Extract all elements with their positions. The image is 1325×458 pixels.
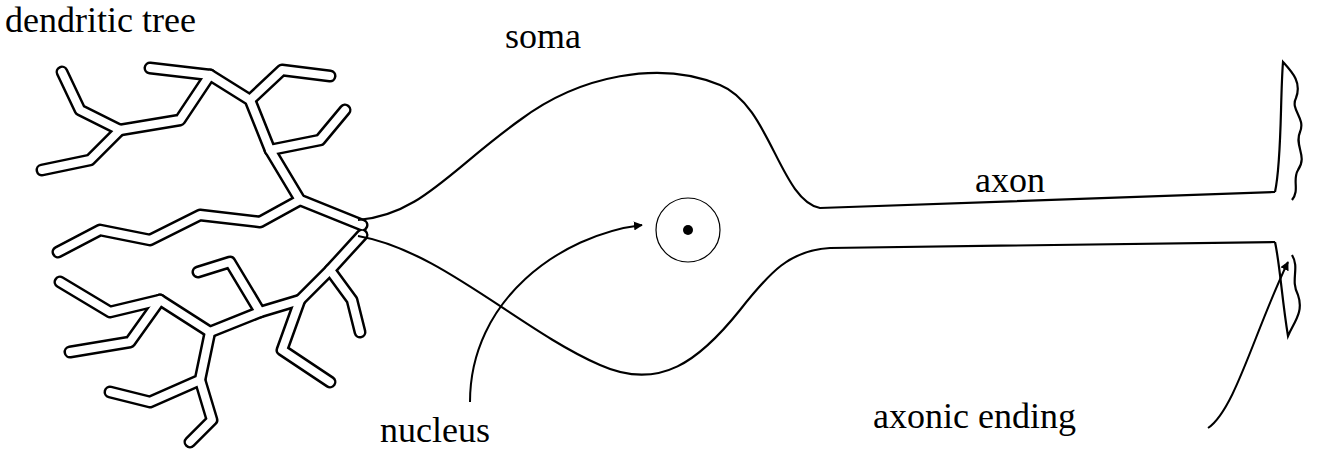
axonic-ending-outline bbox=[1275, 62, 1302, 336]
part-label: nucleus bbox=[380, 412, 490, 448]
leader-arrow bbox=[470, 225, 642, 402]
nucleus-circle bbox=[656, 198, 720, 262]
nucleolus-dot bbox=[683, 225, 693, 235]
soma-outline bbox=[358, 73, 1275, 375]
part-label: axon bbox=[975, 162, 1045, 198]
part-label: soma bbox=[505, 18, 581, 54]
leader-arrow bbox=[1208, 262, 1288, 428]
part-label: axonic ending bbox=[873, 398, 1076, 434]
part-label: dendritic tree bbox=[5, 2, 196, 38]
dendritic-tree bbox=[42, 68, 362, 442]
